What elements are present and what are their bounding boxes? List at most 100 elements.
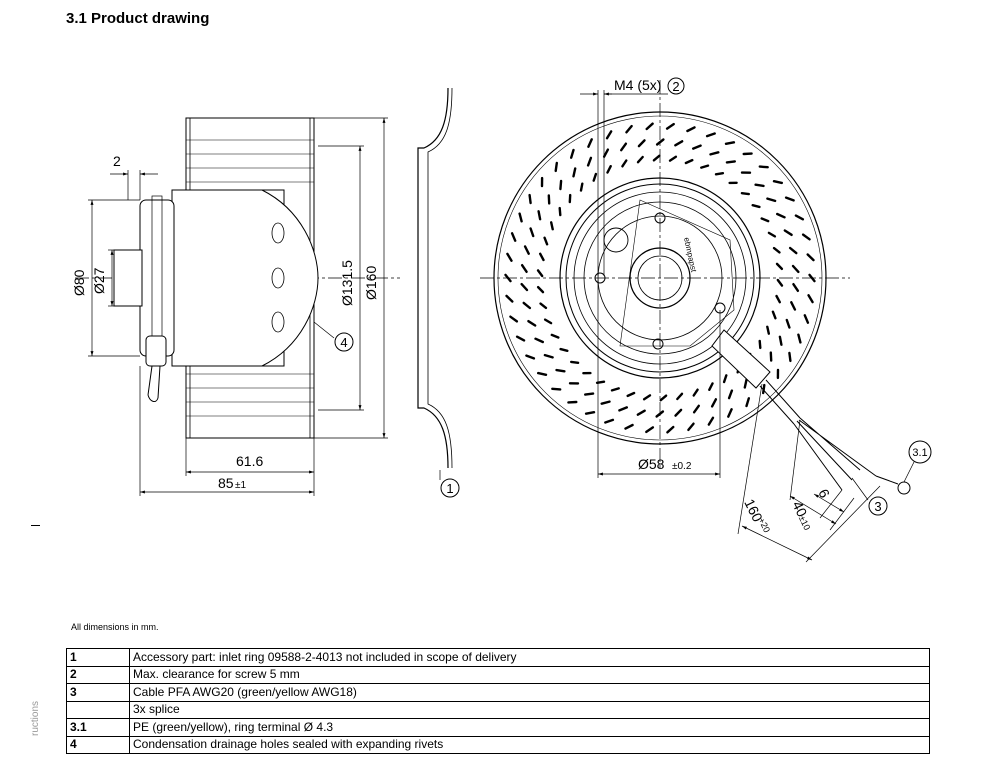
dim-85-tolerance: ±1 <box>235 480 246 491</box>
dim-c6-label: 6 <box>815 486 833 500</box>
impeller-blade <box>803 314 810 324</box>
impeller-blade <box>766 197 777 203</box>
impeller-blade <box>537 210 542 221</box>
table-row: 3 Cable PFA AWG20 (green/yellow AWG18) <box>66 683 930 702</box>
impeller-blade <box>794 214 805 221</box>
impeller-blade <box>785 318 791 329</box>
impeller-blade <box>523 245 530 255</box>
impeller-blade <box>668 155 678 162</box>
impeller-blade <box>637 139 646 148</box>
impeller-blade-lines <box>186 139 314 417</box>
callout-balloon-3 <box>868 496 888 516</box>
side-view <box>75 87 453 469</box>
legend-num: 3 <box>66 683 130 702</box>
impeller-blade <box>714 171 725 176</box>
impeller-blade <box>652 154 661 162</box>
legend-text: 3x splice <box>129 700 930 719</box>
impeller-blade <box>776 212 786 219</box>
impeller-blade <box>801 233 811 241</box>
table-row: 2 Max. clearance for screw 5 mm <box>66 665 930 684</box>
impeller-blade <box>806 253 815 262</box>
impeller-blade <box>766 325 770 335</box>
dim-d1315-label: Ø131.5 <box>339 260 355 306</box>
front-view <box>480 80 911 495</box>
impeller-blade <box>559 179 563 191</box>
impeller-blade <box>579 182 584 192</box>
impeller-blade <box>792 283 800 292</box>
front-view-dim-text: M4 (5x) Ø58 ±0.2 160 +20 40 ±10 6 <box>614 77 833 534</box>
legend-text: PE (green/yellow), ring terminal Ø 4.3 <box>129 718 930 737</box>
impeller-blade <box>740 191 750 196</box>
impeller-blade <box>808 273 816 283</box>
callout-balloon-31 <box>908 440 932 464</box>
impeller-blade <box>797 333 802 344</box>
impeller-blade <box>555 368 566 373</box>
impeller-blade <box>708 382 714 391</box>
impeller-blade <box>788 351 792 363</box>
impeller-blade <box>775 294 781 304</box>
dimensions-note: All dimensions in mm. <box>71 622 159 632</box>
impeller-blade <box>686 126 696 133</box>
table-row: 1 Accessory part: inlet ring 09588-2-401… <box>66 648 930 667</box>
impeller-blade <box>527 320 537 327</box>
impeller-blade <box>534 337 544 344</box>
impeller-blade <box>543 236 549 246</box>
impeller-blade <box>758 339 762 350</box>
impeller-blade <box>539 252 545 262</box>
impeller-blade <box>791 264 800 274</box>
impeller-blade <box>642 394 652 401</box>
impeller-blade <box>705 132 716 138</box>
impeller-blade <box>636 409 646 416</box>
margin-mark <box>31 525 40 526</box>
legend-num <box>66 700 130 719</box>
impeller-blade <box>724 141 736 146</box>
impeller-blade <box>676 392 684 401</box>
impeller-blade <box>725 160 736 164</box>
callout-2: 2 <box>672 79 679 94</box>
impeller-blade <box>505 294 514 303</box>
impeller-blade <box>743 378 748 389</box>
impeller-blade <box>522 301 532 310</box>
impeller-blade <box>518 212 523 223</box>
impeller-blade <box>790 301 797 311</box>
callout-balloons <box>334 77 932 516</box>
impeller-blade <box>727 389 734 400</box>
dim-m4-label: M4 (5x) <box>614 77 661 93</box>
impeller-blade <box>537 371 548 376</box>
impeller-blade <box>509 315 519 323</box>
impeller-blade <box>692 388 699 397</box>
impeller-blade <box>727 408 733 418</box>
impeller-blade <box>655 138 665 146</box>
dim-d80-label: Ø80 <box>71 269 87 296</box>
impeller-blade <box>604 418 615 424</box>
impeller-blade <box>600 400 611 405</box>
impeller-blade <box>684 158 694 165</box>
impeller-blade <box>776 278 784 287</box>
dim-c40-tolerance: ±10 <box>797 514 813 532</box>
product-drawing: 2 Ø80 Ø27 Ø131.5 Ø160 61.6 85 ±1 <box>71 77 932 563</box>
impeller-blade <box>767 231 777 238</box>
impeller-blade <box>551 387 562 391</box>
impeller-blade <box>536 285 545 294</box>
impeller-blade <box>754 183 765 188</box>
table-row: 3x splice <box>66 700 930 719</box>
impeller-blade <box>772 179 783 185</box>
impeller-blade <box>529 227 535 238</box>
impeller-blade <box>539 302 548 310</box>
impeller-blade <box>610 387 620 392</box>
dim-d27-label: Ø27 <box>91 267 107 294</box>
impeller-blade <box>709 151 720 156</box>
callout-31: 3.1 <box>912 447 927 459</box>
impeller-blade <box>707 416 715 426</box>
impeller-blade <box>692 404 700 414</box>
callout-balloon-1 <box>440 478 460 498</box>
impeller-blade <box>520 282 529 292</box>
rotor-slots <box>271 222 285 333</box>
impeller-blade <box>645 426 655 434</box>
impeller-blade <box>558 206 562 217</box>
impeller-blade <box>504 273 512 283</box>
page-heading: 3.1 Product drawing <box>66 10 210 27</box>
callout-numbers: 1 2 4 3 3.1 <box>340 79 927 514</box>
impeller-blade <box>570 148 575 159</box>
impeller-blade <box>624 423 634 430</box>
